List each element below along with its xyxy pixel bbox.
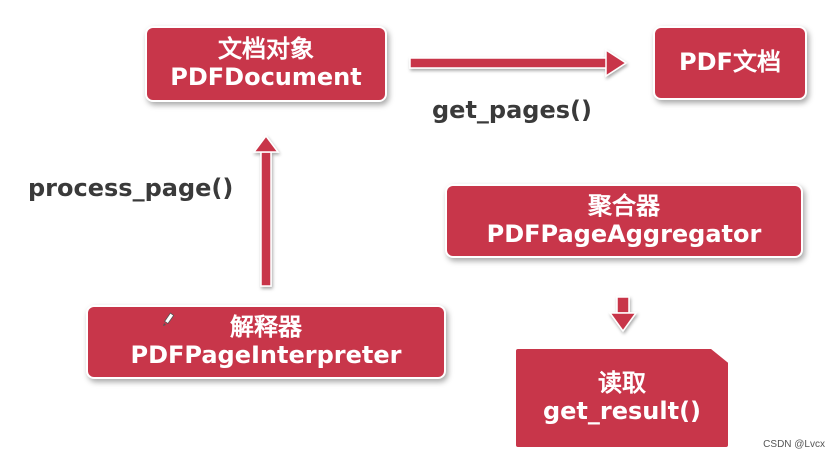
aggregator-node-title: 聚合器 [588, 192, 660, 221]
document-node-class: PDFDocument [170, 63, 362, 91]
interpreter-node: 解释器 PDFPageInterpreter [88, 307, 444, 377]
read-node-method: get_result() [542, 397, 702, 425]
read-node: 读取 get_result() [516, 349, 728, 447]
pdf-node-label: PDF文档 [679, 48, 781, 77]
interpreter-node-class: PDFPageInterpreter [130, 341, 402, 369]
get-pages-label: get_pages() [432, 96, 592, 124]
process-page-label: process_page() [28, 174, 234, 202]
arrow-get-pages [409, 48, 628, 78]
interpreter-node-title: 解释器 [230, 313, 302, 342]
arrow-aggregator-read [608, 296, 638, 333]
arrow-process-page [252, 134, 280, 287]
aggregator-node: 聚合器 PDFPageAggregator [447, 186, 801, 256]
document-node-title: 文档对象 [218, 35, 314, 64]
aggregator-node-class: PDFPageAggregator [486, 220, 762, 248]
pencil-icon [163, 312, 175, 326]
pdf-node: PDF文档 [655, 28, 805, 98]
watermark: CSDN @Lvcx [763, 439, 825, 450]
read-node-title: 读取 [598, 369, 646, 398]
document-node: 文档对象 PDFDocument [147, 28, 385, 100]
